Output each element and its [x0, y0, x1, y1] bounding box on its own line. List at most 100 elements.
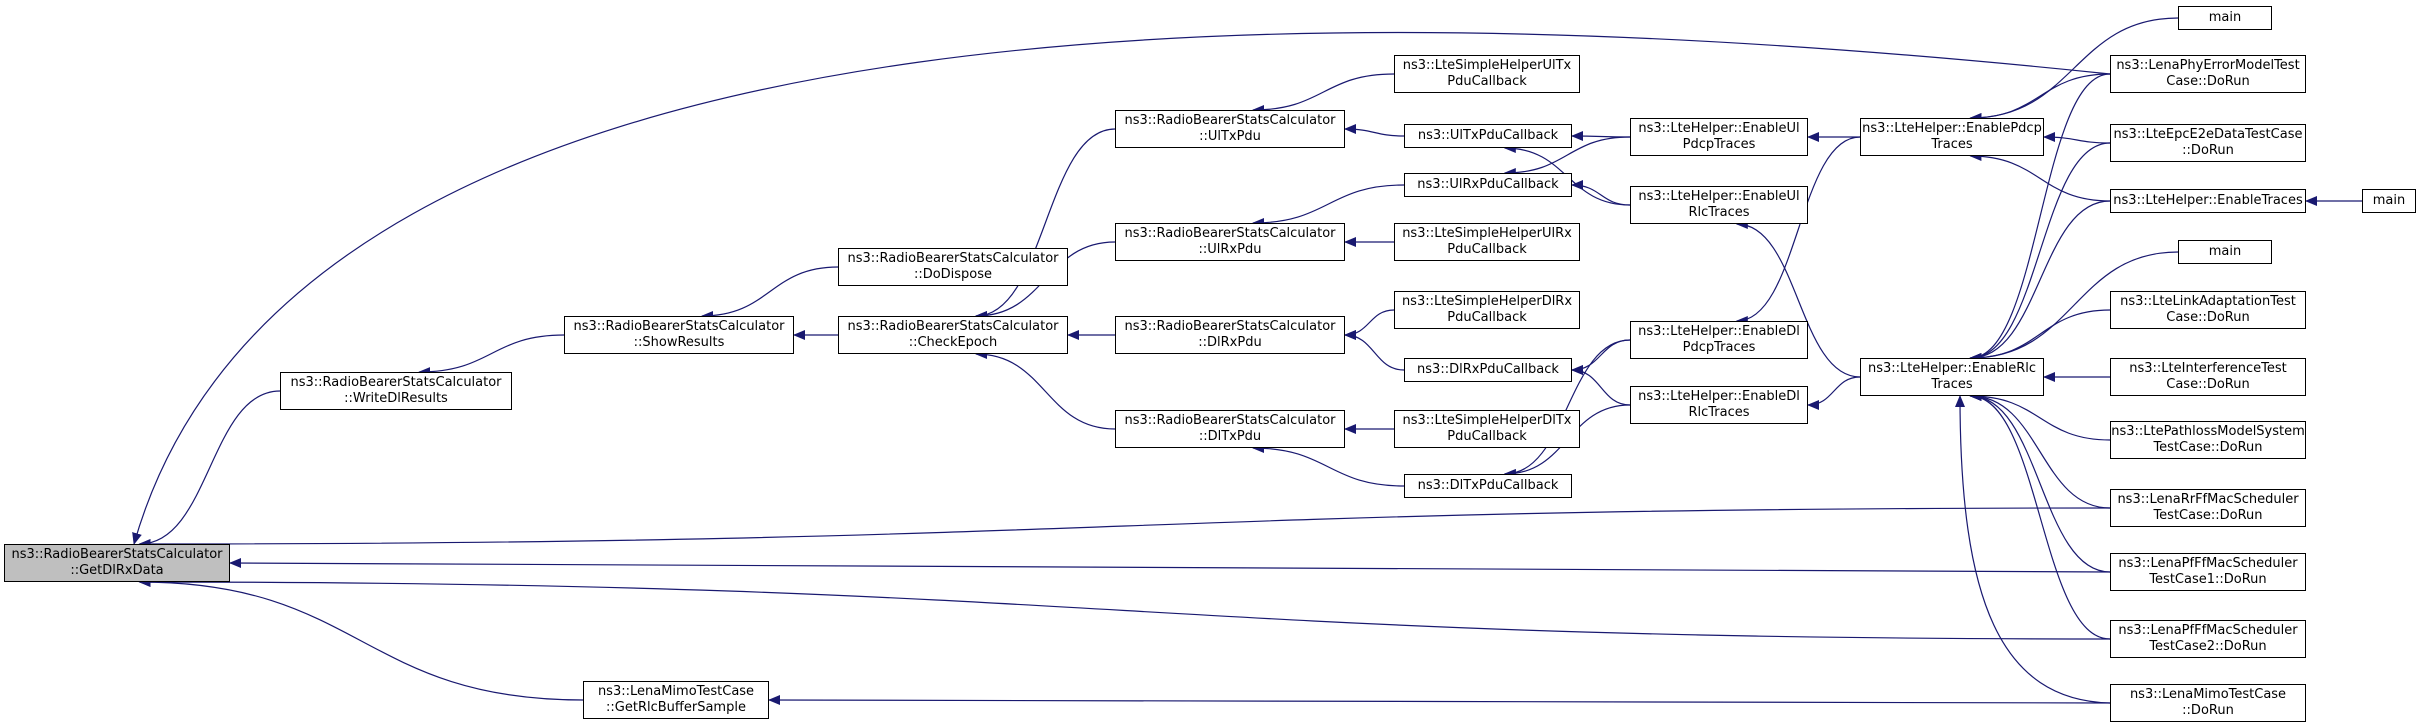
node-main1[interactable]: main	[2178, 6, 2272, 30]
node-dlrxpdu[interactable]: ns3::RadioBearerStatsCalculator::DlRxPdu	[1115, 316, 1345, 354]
node-label-line: ns3::RadioBearerStatsCalculator	[1124, 319, 1336, 334]
node-showres[interactable]: ns3::RadioBearerStatsCalculator::ShowRes…	[564, 316, 794, 354]
edge-enul-rlc-to-ulrxcb	[1571, 180, 1631, 206]
node-label-line: ns3::LenaPfFfMacScheduler	[2118, 556, 2298, 571]
node-label-line: TestCase2::DoRun	[2149, 639, 2267, 654]
node-label-line: ns3::LenaPhyErrorModelTest	[2116, 58, 2300, 73]
edge-ultxpdu-to-checkepoch	[975, 128, 1116, 321]
node-label-line: ::DoRun	[2182, 703, 2234, 718]
node-label-line: ns3::LteHelper::EnableRlc	[1868, 361, 2036, 376]
edge-simple-ultx-to-ultxpdu	[1252, 73, 1395, 115]
node-label-line: ::GetDlRxData	[70, 563, 164, 578]
node-label-line: ns3::RadioBearerStatsCalculator	[573, 319, 785, 334]
node-epce2e[interactable]: ns3::LteEpcE2eDataTestCase::DoRun	[2110, 124, 2306, 162]
node-ultxpdu[interactable]: ns3::RadioBearerStatsCalculator::UlTxPdu	[1115, 110, 1345, 148]
edge-dlrxcb-to-dlrxpdu	[1344, 330, 1405, 371]
node-label-line: PduCallback	[1447, 242, 1527, 257]
node-label-line: ns3::UlTxPduCallback	[1417, 128, 1559, 143]
node-root: ns3::RadioBearerStatsCalculator::GetDlRx…	[4, 544, 230, 582]
node-main2[interactable]: main	[2362, 189, 2416, 213]
node-label-line: ns3::LtePathlossModelSystem	[2111, 424, 2305, 439]
node-main3[interactable]: main	[2178, 240, 2272, 264]
edge-pfff2-to-root	[138, 577, 2111, 640]
edge-mimo-dorun-to-en-rlc	[1955, 395, 2111, 704]
node-label-line: ns3::LteEpcE2eDataTestCase	[2113, 127, 2303, 142]
node-label-line: RlcTraces	[1688, 405, 1750, 420]
node-label-line: PdcpTraces	[1682, 137, 1756, 152]
edge-endl-pdcp-to-dltxcb	[1503, 339, 1631, 479]
node-label-line: ::DoRun	[2182, 143, 2234, 158]
node-label-line: PduCallback	[1447, 310, 1527, 325]
node-label-line: main	[2372, 193, 2406, 208]
node-ulrxcb[interactable]: ns3::UlRxPduCallback	[1404, 173, 1572, 197]
node-label-line: ns3::RadioBearerStatsCalculator	[1124, 226, 1336, 241]
node-entraces[interactable]: ns3::LteHelper::EnableTraces	[2110, 189, 2306, 213]
node-label-line: ns3::RadioBearerStatsCalculator	[290, 375, 502, 390]
node-dltxpdu[interactable]: ns3::RadioBearerStatsCalculator::DlTxPdu	[1115, 410, 1345, 448]
node-label-line: ::WriteDlResults	[344, 391, 448, 406]
node-label-line: Case::DoRun	[2166, 74, 2250, 89]
node-label-line: PduCallback	[1447, 429, 1527, 444]
node-label-line: PduCallback	[1447, 74, 1527, 89]
edge-phyerr-to-en-rlc	[1969, 73, 2111, 363]
edge-en-rlc-to-enul-rlc	[1735, 219, 1861, 378]
node-label-line: TestCase::DoRun	[2153, 440, 2263, 455]
node-dlrxcb[interactable]: ns3::DlRxPduCallback	[1404, 358, 1572, 382]
edge-pfff1-to-en-rlc	[1969, 391, 2111, 573]
edge-pathloss-to-en-rlc	[1969, 391, 2111, 441]
node-label-line: TestCase::DoRun	[2153, 508, 2263, 523]
node-label-line: ns3::LenaRrFfMacScheduler	[2117, 492, 2299, 507]
node-label-line: ns3::LteHelper::EnableDl	[1638, 389, 1800, 404]
node-label-line: ns3::LteLinkAdaptationTest	[2120, 294, 2296, 309]
node-dodispose[interactable]: ns3::RadioBearerStatsCalculator::DoDispo…	[838, 248, 1068, 286]
node-label-line: ns3::LteSimpleHelperUlTx	[1402, 58, 1572, 73]
edge-ulrxcb-to-ulrxpdu	[1252, 184, 1405, 228]
node-label-line: ::DlRxPdu	[1198, 335, 1262, 350]
edge-dltxcb-to-dltxpdu	[1252, 443, 1405, 487]
node-mimo-dorun[interactable]: ns3::LenaMimoTestCase::DoRun	[2110, 684, 2306, 722]
node-ulrxpdu[interactable]: ns3::RadioBearerStatsCalculator::UlRxPdu	[1115, 223, 1345, 261]
node-label-line: ns3::RadioBearerStatsCalculator	[1124, 413, 1336, 428]
node-checkepoch[interactable]: ns3::RadioBearerStatsCalculator::CheckEp…	[838, 316, 1068, 354]
edge-writedl-to-root	[138, 390, 281, 549]
edge-endl-rlc-to-dlrxcb	[1571, 365, 1631, 406]
edge-phyerr-to-en-pdcp	[1969, 73, 2111, 123]
node-label-line: ns3::LteSimpleHelperUlRx	[1402, 226, 1572, 241]
node-ultxcb[interactable]: ns3::UlTxPduCallback	[1404, 124, 1572, 148]
edge-entraces-to-en-rlc	[1969, 200, 2111, 363]
node-label-line: ::DlTxPdu	[1198, 429, 1262, 444]
node-label-line: ns3::LteHelper::EnablePdcp	[1862, 121, 2042, 136]
node-label-line: main	[2208, 244, 2242, 259]
edge-ultxcb-to-ultxpdu	[1344, 124, 1405, 137]
node-label-line: ns3::LenaPfFfMacScheduler	[2118, 623, 2298, 638]
node-label-line: ::GetRlcBufferSample	[606, 700, 746, 715]
node-mimo-getrlc[interactable]: ns3::LenaMimoTestCase::GetRlcBufferSampl…	[583, 681, 769, 719]
node-label-line: main	[2208, 10, 2242, 25]
node-label-line: ns3::RadioBearerStatsCalculator	[847, 251, 1059, 266]
edge-showres-to-writedl	[418, 334, 565, 377]
node-writedl[interactable]: ns3::RadioBearerStatsCalculator::WriteDl…	[280, 372, 512, 410]
node-label-line: ns3::LteHelper::EnableUl	[1638, 121, 1800, 136]
edge-enul-pdcp-to-ulrxcb	[1503, 136, 1631, 178]
node-label-line: ns3::LenaMimoTestCase	[2129, 687, 2287, 702]
node-dltxcb[interactable]: ns3::DlTxPduCallback	[1404, 474, 1572, 498]
node-label-line: TestCase1::DoRun	[2149, 572, 2267, 587]
